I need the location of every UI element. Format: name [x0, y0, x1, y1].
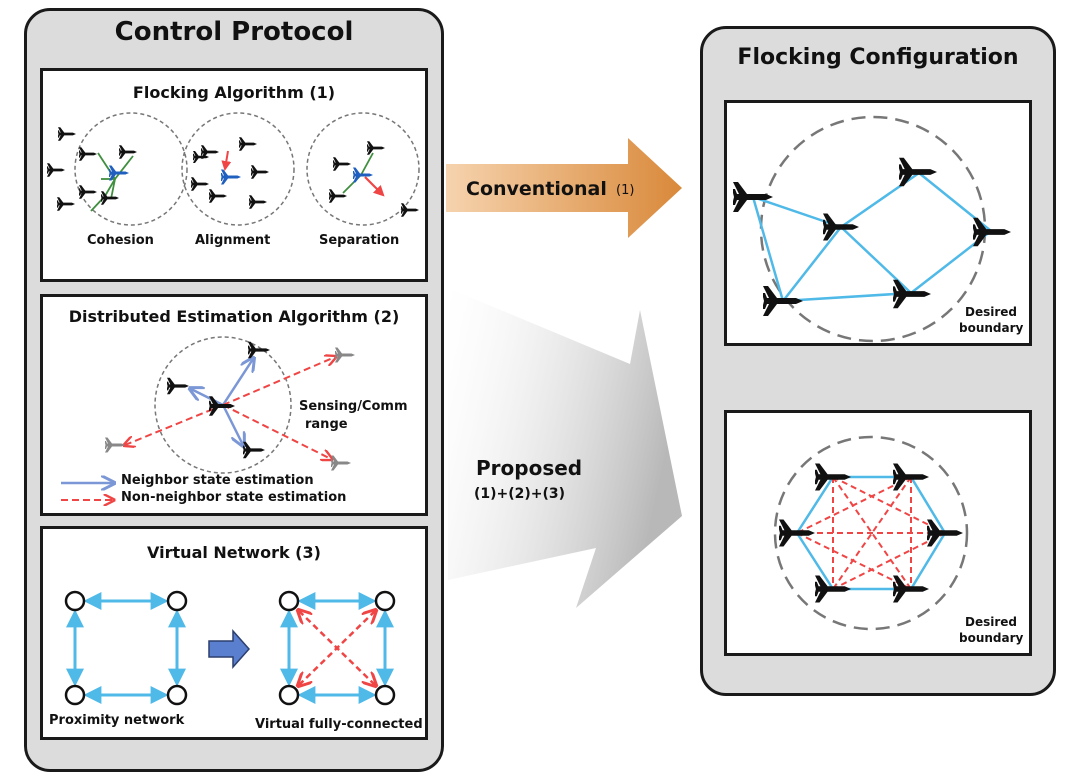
virtual-fully-connected-label: Virtual fully-connected [255, 717, 423, 732]
plane-icon [191, 177, 209, 191]
network-node [278, 684, 300, 706]
proposed-configuration-box: Desired boundary [724, 410, 1032, 656]
plane-icon [57, 197, 75, 211]
plane-icon [251, 165, 269, 179]
plane-icon [333, 157, 351, 171]
bottom-boundary-label: boundary [959, 631, 1024, 645]
sensing-range-circle [154, 336, 292, 474]
conventional-configuration-box: Desired boundary [724, 100, 1032, 346]
distributed-estimation-box: Distributed Estimation Algorithm (2) Sen… [40, 294, 428, 516]
distributed-estimation-illustration [61, 336, 355, 519]
proposed-sub-label: (1)+(2)+(3) [474, 486, 566, 502]
proposed-label: Proposed [476, 456, 583, 480]
transition-arrow-icon [208, 629, 251, 669]
control-protocol-title: Control Protocol [114, 17, 354, 47]
alignment-range-circle [181, 112, 295, 226]
plane-icon [119, 145, 137, 159]
desired-boundary-circle [759, 115, 987, 343]
plane-icon [105, 437, 125, 453]
plane-icon [893, 279, 931, 309]
plane-icon [243, 441, 265, 459]
plane-icon [973, 217, 1011, 247]
proposed-arrow [448, 288, 682, 608]
plane-icon [47, 163, 65, 177]
flocking-configuration-title: Flocking Configuration [737, 45, 1019, 70]
bottom-desired-label: Desired [965, 615, 1018, 629]
conventional-arrow [446, 138, 682, 238]
own-agent-plane-icon [353, 167, 373, 183]
plane-icon [79, 185, 97, 199]
plane-icon [779, 519, 815, 547]
plane-icon [79, 147, 97, 161]
network-node [374, 684, 396, 706]
non-neighbor-legend-label: Non-neighbor state estimation [121, 490, 347, 505]
virtual-network-illustration [64, 590, 396, 706]
own-agent-plane-icon [109, 165, 129, 181]
plane-icon [101, 191, 119, 205]
plane-icon [331, 455, 351, 471]
plane-icon [58, 127, 76, 141]
network-node [166, 590, 188, 612]
cohesion-label: Cohesion [87, 233, 154, 248]
top-boundary-label: boundary [959, 321, 1024, 335]
plane-icon [401, 203, 419, 217]
plane-icon [167, 377, 189, 395]
proximity-network-label: Proximity network [49, 713, 185, 728]
plane-icon [248, 341, 270, 359]
plane-icon [209, 396, 235, 416]
conventional-label: Conventional [466, 178, 607, 200]
neighbor-legend-label: Neighbor state estimation [121, 473, 314, 488]
alignment-label: Alignment [195, 233, 271, 248]
plane-icon [367, 141, 385, 155]
network-node [374, 590, 396, 612]
plane-icon [733, 182, 773, 212]
plane-icon [239, 137, 257, 151]
range-label-line2: range [305, 417, 348, 432]
own-agent-plane-icon [221, 169, 241, 185]
plane-icon [335, 347, 355, 363]
plane-icon [927, 519, 963, 547]
proposed-configuration-illustration [773, 435, 969, 631]
plane-icon [209, 189, 227, 203]
separation-label: Separation [319, 233, 400, 248]
flocking-algorithm-title: Flocking Algorithm (1) [132, 83, 336, 102]
plane-icon [763, 286, 803, 316]
network-node [278, 590, 300, 612]
desired-boundary-circle [773, 435, 969, 631]
plane-icon [249, 195, 267, 209]
virtual-network-title: Virtual Network (3) [147, 543, 321, 562]
virtual-network-box: Virtual Network (3) [40, 526, 428, 740]
cohesion-range-circle [74, 112, 188, 226]
network-node [64, 684, 86, 706]
plane-icon [893, 463, 929, 491]
plane-icon [815, 463, 851, 491]
separation-range-circle [306, 112, 420, 226]
flocking-algorithm-box: Flocking Algorithm (1) [40, 68, 428, 282]
network-node [64, 590, 86, 612]
conventional-sub-label: (1) [616, 183, 635, 198]
conventional-configuration-illustration [733, 115, 1011, 343]
top-desired-label: Desired [965, 305, 1018, 319]
flocking-algorithm-illustration [47, 112, 420, 226]
distributed-estimation-title: Distributed Estimation Algorithm (2) [68, 307, 400, 326]
range-label-line1: Sensing/Comm [299, 399, 408, 414]
network-node [166, 684, 188, 706]
